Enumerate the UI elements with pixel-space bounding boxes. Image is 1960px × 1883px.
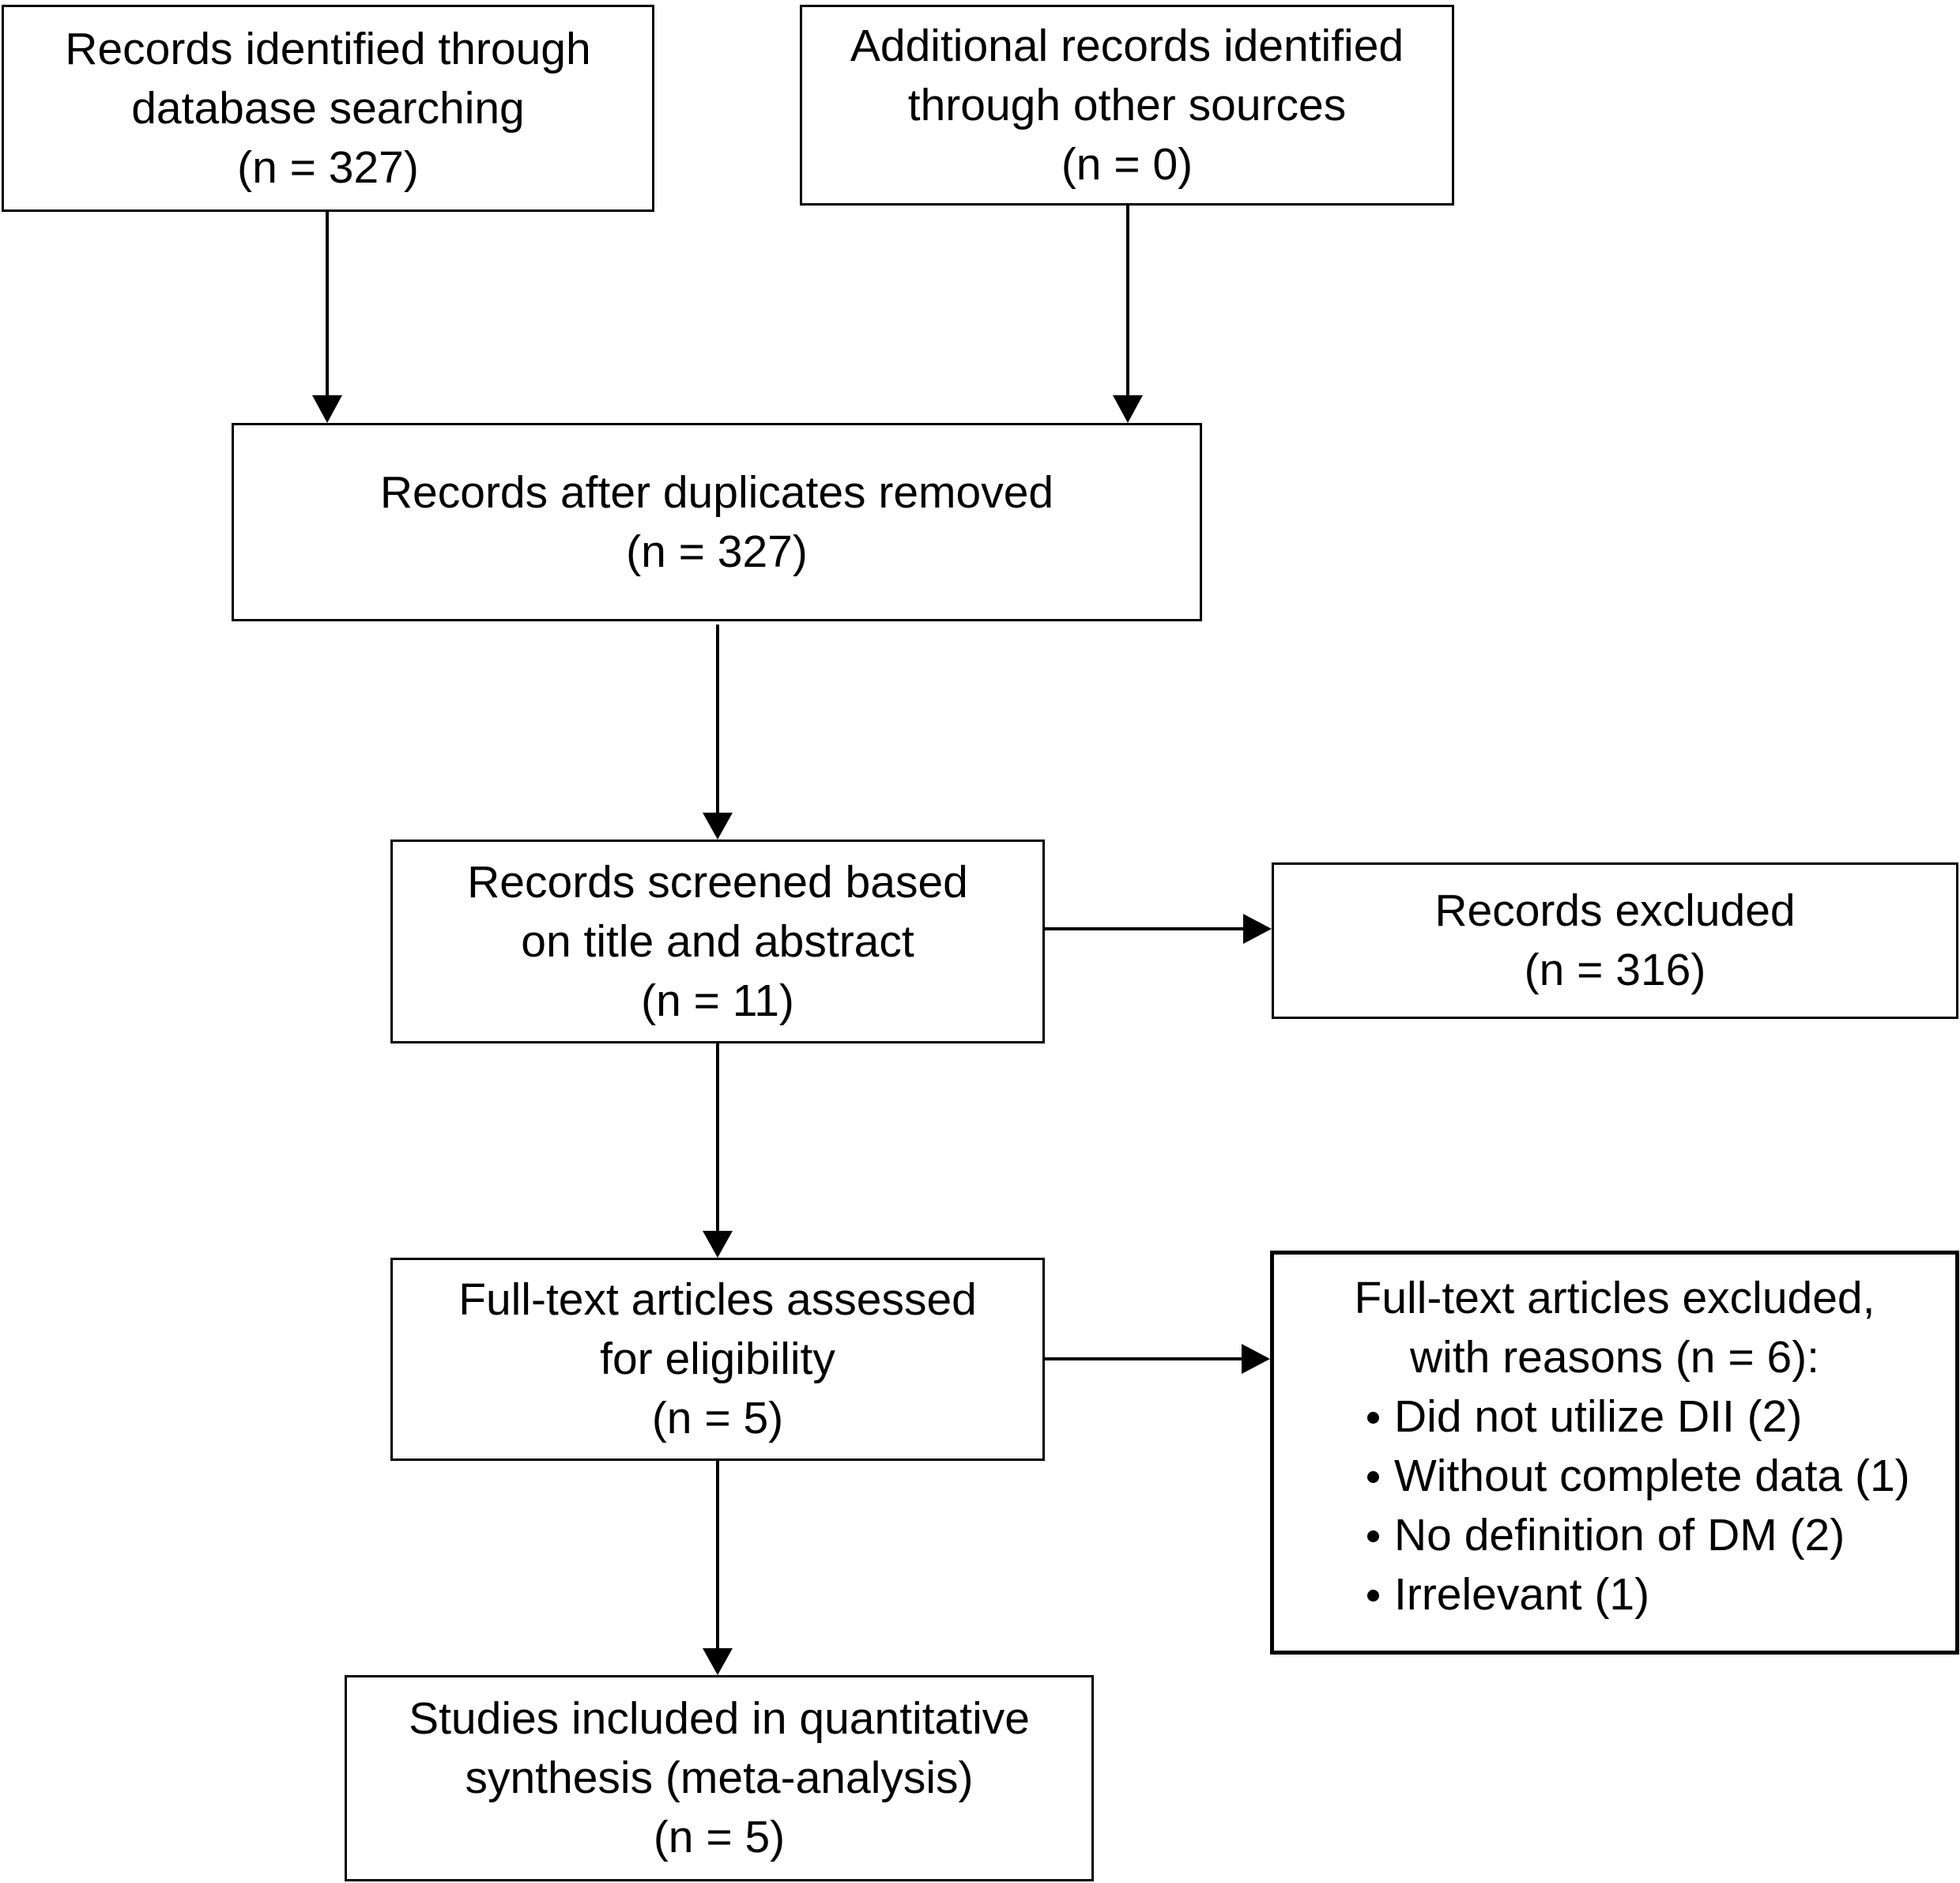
box-text-line: Records screened based <box>467 856 968 908</box>
box-text-line: Records excluded <box>1434 885 1796 936</box>
exclusion-reason: Without complete data (1) <box>1367 1447 1910 1506</box>
box-text-line: Records after duplicates removed <box>379 466 1054 518</box>
arrowhead-down <box>1113 395 1143 423</box>
exclusion-reason: Irrelevant (1) <box>1367 1565 1910 1625</box>
box-records-screened: Records screened based on title and abst… <box>390 840 1045 1043</box>
box-text-line: database searching <box>131 82 525 134</box>
arrowhead-right <box>1242 1344 1270 1374</box>
box-text-line: on title and abstract <box>521 915 914 967</box>
box-additional-records: Additional records identified through ot… <box>800 5 1454 206</box>
box-text-line: synthesis (meta-analysis) <box>465 1753 974 1803</box>
box-text-line: (n = 0) <box>1061 138 1193 190</box>
box-text-line: for eligibility <box>600 1334 835 1384</box>
box-text-line: with reasons (n = 6): <box>1410 1332 1819 1383</box>
arrowhead-down <box>312 395 342 423</box>
box-studies-included: Studies included in quantitative synthes… <box>345 1675 1094 1881</box>
box-text-line: (n = 11) <box>641 975 794 1026</box>
exclusion-reason: Did not utilize DII (2) <box>1367 1387 1910 1447</box>
arrowhead-right <box>1243 914 1272 944</box>
box-text-line: Full-text articles assessed <box>458 1274 977 1325</box>
box-text-line: (n = 5) <box>651 1393 784 1443</box>
exclusion-reason: No definition of DM (2) <box>1367 1506 1910 1565</box>
box-text-line: (n = 327) <box>237 142 419 193</box>
box-records-after-duplicates: Records after duplicates removed (n = 32… <box>232 423 1202 621</box>
arrowhead-down <box>703 1231 733 1258</box>
box-text-line: Full-text articles excluded, <box>1354 1273 1875 1323</box>
box-fulltext-excluded: Full-text articles excluded, with reason… <box>1270 1251 1959 1655</box>
box-text-line: Additional records identified <box>850 20 1404 71</box>
box-fulltext-assessed: Full-text articles assessed for eligibil… <box>390 1258 1045 1461</box>
box-text-line: (n = 327) <box>626 526 808 577</box>
box-records-identified-database: Records identified through database sear… <box>2 5 654 212</box>
box-records-excluded: Records excluded (n = 316) <box>1272 862 1958 1019</box>
arrowhead-down <box>703 813 733 840</box>
box-text-line: (n = 316) <box>1524 945 1706 995</box>
arrowhead-down <box>703 1648 733 1675</box>
box-text-line: through other sources <box>907 79 1347 130</box>
box-text-line: Studies included in quantitative <box>409 1693 1030 1744</box>
box-text-line: (n = 5) <box>653 1812 786 1862</box>
exclusion-reasons-list: Did not utilize DII (2) Without complete… <box>1359 1387 1910 1625</box>
box-text-line: Records identified through <box>65 23 591 74</box>
